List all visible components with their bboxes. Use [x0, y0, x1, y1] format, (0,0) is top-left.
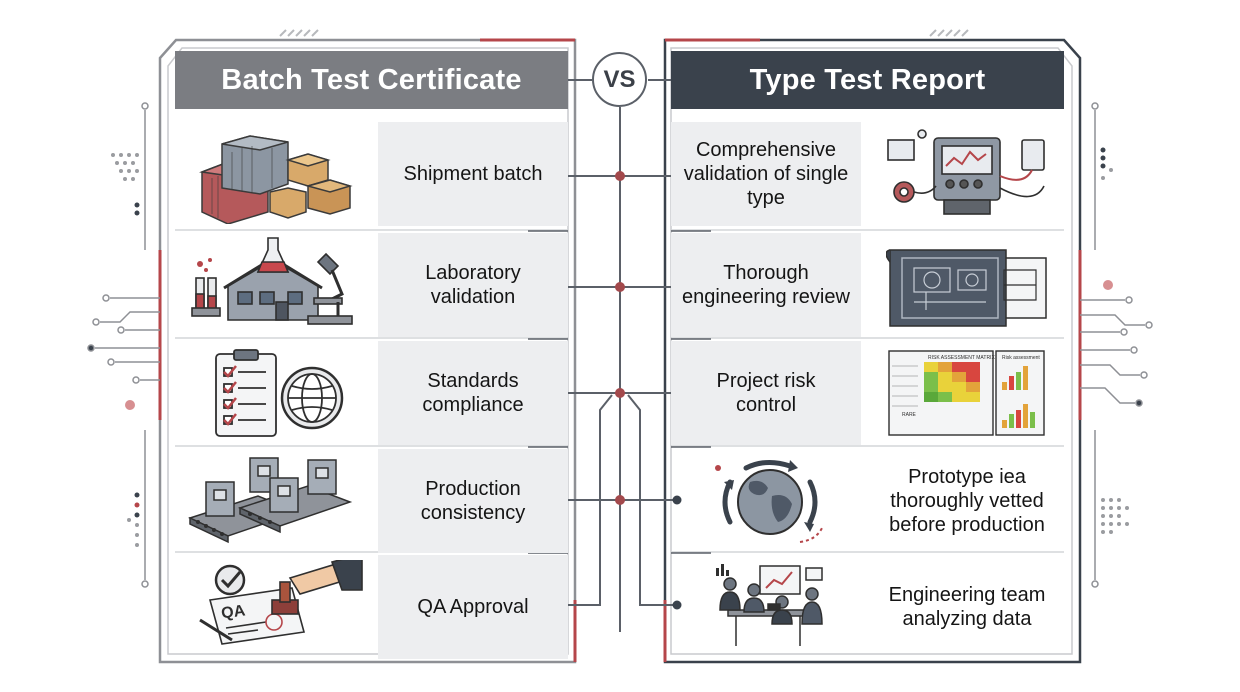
right-item-prototype-vetted: Prototype iea thoroughly vetted before p…: [862, 449, 1072, 553]
right-item-engineering-team: Engineering team analyzing data: [862, 555, 1072, 659]
risk-matrix-row-label: RARE: [902, 412, 917, 418]
left-panel-frame: [158, 38, 577, 664]
left-item-label: QA Approval: [417, 596, 529, 618]
left-item-standards-compliance: Standards compliance: [378, 341, 568, 445]
left-item-label: Shipment batch: [403, 163, 543, 185]
left-item-qa-approval: QA Approval: [378, 555, 568, 659]
laboratory-microscope-icon: [191, 237, 353, 325]
type-test-report-header: Type Test Report: [671, 51, 1064, 109]
right-item-label: Prototype iea thoroughly vetted before p…: [889, 466, 1045, 536]
right-circuit-traces: [1080, 102, 1153, 588]
risk-matrix-chart-icon: RISK ASSESSMENT MATRIX RARE Risk assessm…: [888, 350, 1045, 436]
risk-chart-title: Risk assessment: [1002, 355, 1040, 361]
qa-stamp-approval-icon: QA: [199, 560, 363, 645]
engineering-team-icon: [716, 564, 823, 646]
right-item-label: Engineering team analyzing data: [888, 584, 1046, 630]
right-dot-grid: [1100, 147, 1129, 534]
left-item-production-consistency: Production consistency: [378, 449, 568, 553]
row-separators: [175, 229, 1064, 553]
left-item-label: Production consistency: [420, 478, 526, 524]
left-item-laboratory-validation: Laboratory validation: [378, 233, 568, 337]
svg-text:QA: QA: [220, 602, 247, 622]
globe-cycle-arrows-icon: [715, 460, 823, 543]
left-item-label: Standards compliance: [422, 370, 524, 416]
checklist-globe-icon: [215, 349, 344, 437]
left-item-label: Laboratory validation: [425, 262, 521, 308]
right-item-label: Comprehensive validation of single type: [683, 139, 849, 209]
batch-test-certificate-header: Batch Test Certificate: [175, 51, 568, 109]
right-frame-hatch: [929, 29, 969, 37]
risk-matrix-cells: [924, 362, 980, 402]
right-item-label: Thorough engineering review: [682, 262, 850, 308]
production-line-machines-icon: [188, 457, 353, 544]
engineering-blueprint-icon: [886, 249, 1047, 327]
right-item-comprehensive-validation: Comprehensive validation of single type: [671, 122, 861, 226]
left-item-shipment-batch: Shipment batch: [378, 122, 568, 226]
right-item-engineering-review: Thorough engineering review: [671, 233, 861, 337]
shipping-containers-boxes-icon: [199, 135, 353, 224]
right-item-project-risk-control: Project risk control: [671, 341, 861, 445]
risk-matrix-title: RISK ASSESSMENT MATRIX: [928, 355, 995, 361]
vs-badge: VS: [592, 52, 647, 107]
right-item-label: Project risk control: [716, 370, 816, 416]
left-circuit-traces: [87, 102, 160, 588]
test-equipment-icon: [887, 129, 1045, 215]
left-frame-hatch: [279, 29, 319, 37]
risk-bars: [1002, 366, 1035, 428]
left-dot-grid: [111, 153, 140, 547]
